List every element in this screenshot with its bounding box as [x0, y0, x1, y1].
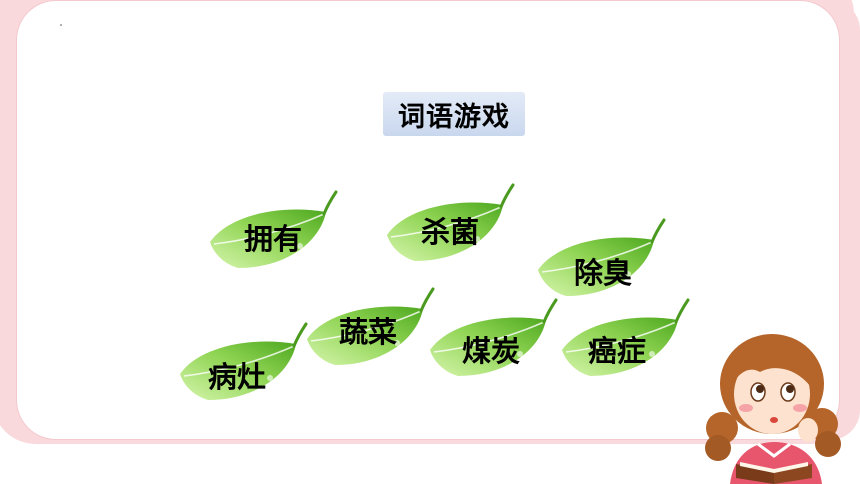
page-title: 词语游戏: [398, 101, 510, 133]
leaf-icon: [562, 298, 690, 376]
leaf-icon: [210, 190, 338, 268]
leaf-card-6[interactable]: 癌症: [560, 298, 690, 388]
leaf-card-5[interactable]: 煤炭: [428, 298, 558, 388]
stray-dot: [60, 24, 62, 26]
girl-reading-book-icon: [705, 334, 841, 484]
word-label: 蔬菜: [339, 315, 398, 349]
word-label: 煤炭: [462, 334, 521, 368]
leaf-card-2[interactable]: 杀菌: [385, 183, 515, 273]
leaf-icon: [387, 183, 515, 261]
leaf-card-3[interactable]: 除臭: [536, 218, 666, 308]
leaf-icon: [180, 322, 308, 400]
word-label: 杀菌: [421, 215, 480, 249]
word-label: 除臭: [574, 256, 633, 290]
leaf-card-4[interactable]: 蔬菜: [305, 287, 435, 377]
leaf-icon: [430, 298, 558, 376]
leaf-card-1[interactable]: 拥有: [208, 190, 338, 280]
word-label: 拥有: [244, 222, 303, 256]
word-label: 癌症: [588, 334, 647, 368]
leaf-card-7[interactable]: 病灶: [178, 322, 308, 412]
word-label: 病灶: [208, 360, 267, 394]
leaf-icon: [538, 218, 666, 296]
leaf-icon: [307, 287, 435, 365]
title-box: 词语游戏: [383, 92, 525, 136]
